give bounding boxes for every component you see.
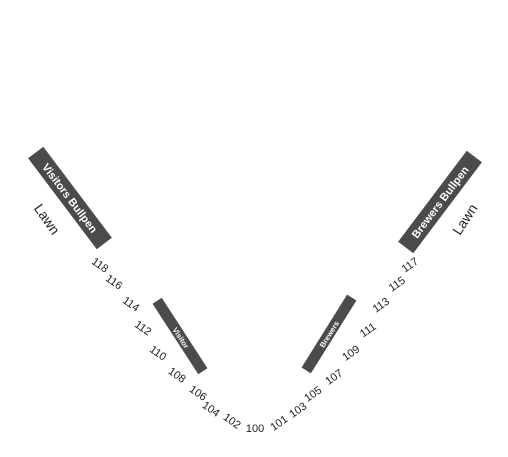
section-label[interactable]: 101 (268, 413, 290, 433)
section-label[interactable]: 117 (400, 256, 421, 276)
section-label[interactable]: 100 (246, 423, 264, 435)
section-label[interactable]: 110 (147, 344, 168, 364)
section-label[interactable]: 118 (89, 256, 110, 276)
section-label[interactable]: 108 (166, 365, 188, 385)
visitors-bullpen[interactable]: Visitors Bullpen (28, 146, 112, 250)
section-label[interactable]: 116 (103, 273, 124, 293)
section-label[interactable]: 102 (221, 411, 243, 431)
section-label[interactable]: 104 (200, 399, 222, 419)
section-label[interactable]: 105 (302, 384, 324, 404)
section-label[interactable]: 111 (358, 321, 379, 340)
section-label[interactable]: 113 (371, 296, 392, 316)
lawn-right-label: Lawn (449, 201, 481, 238)
section-label[interactable]: 115 (387, 275, 408, 295)
brewers-bullpen[interactable]: Brewers Bullpen (398, 150, 482, 254)
section-label[interactable]: 109 (340, 343, 362, 363)
section-label[interactable]: 112 (132, 319, 153, 339)
section-label[interactable]: 114 (120, 295, 141, 315)
section-label[interactable]: 103 (287, 400, 309, 420)
lawn-left-label: Lawn (31, 201, 63, 238)
section-label[interactable]: 107 (323, 367, 345, 387)
